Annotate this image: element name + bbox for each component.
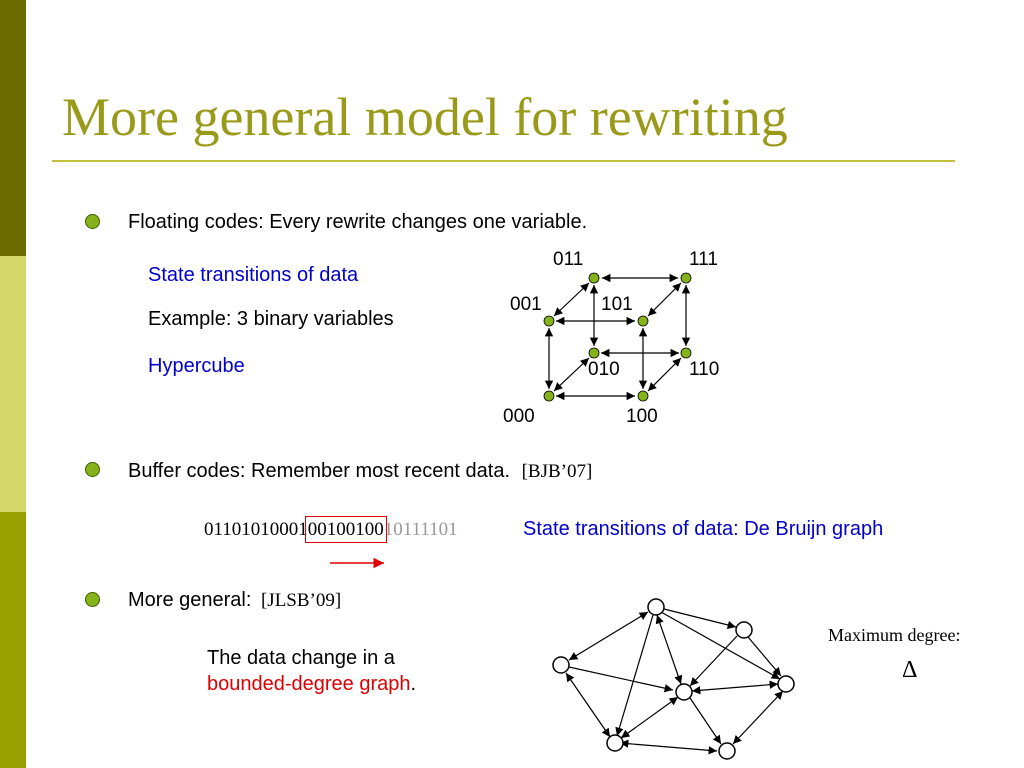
label-101: 101 <box>601 294 633 315</box>
graph-node-4 <box>675 683 693 701</box>
sidebar-segment-light <box>0 256 26 512</box>
label-110: 110 <box>689 359 720 380</box>
graph-node-6 <box>606 734 624 752</box>
slide-title: More general model for rewriting <box>62 87 788 147</box>
edge-g6 <box>565 672 611 738</box>
edge-001-011 <box>553 282 590 317</box>
edge-g14 <box>689 697 722 745</box>
bounded-degree-term: bounded-degree graph <box>207 673 411 695</box>
sub-state-transitions: State transitions of data <box>148 264 359 286</box>
node-000 <box>543 390 555 402</box>
title-rule <box>52 160 955 162</box>
node-101 <box>637 315 649 327</box>
node-010 <box>588 347 600 359</box>
edge-g13 <box>620 696 679 739</box>
bounded-degree-graph <box>565 608 784 755</box>
sequence-window: 00100100 <box>304 516 387 543</box>
bullet-icon <box>85 214 100 229</box>
graph-node-5 <box>777 675 795 693</box>
label-100: 100 <box>626 406 658 427</box>
bullet-more-general: More general: [JLSB’09] <box>128 588 341 613</box>
hypercube-graph <box>544 273 691 401</box>
edge-g2 <box>663 608 737 630</box>
bullet-buffer-codes: Buffer codes: Remember most recent data.… <box>128 459 592 484</box>
node-110 <box>680 347 692 359</box>
node-100 <box>637 390 649 402</box>
label-001: 001 <box>510 294 542 315</box>
delta-symbol: Δ <box>902 657 918 683</box>
bullet-icon <box>85 462 100 477</box>
buffer-codes-text: Buffer codes: Remember most recent data. <box>128 460 511 482</box>
bit-sequence: 011010100010010010010111101 <box>204 516 458 543</box>
edge-g1 <box>568 611 649 661</box>
label-000: 000 <box>503 406 535 427</box>
node-011 <box>588 272 600 284</box>
sidebar-segment-mid <box>0 512 26 768</box>
graph-node-3 <box>552 656 570 674</box>
label-111: 111 <box>689 249 718 270</box>
edge-g3 <box>747 636 782 677</box>
edge-g8 <box>615 614 654 737</box>
sidebar-decoration <box>0 0 26 768</box>
edge-g10 <box>660 611 781 680</box>
edge-g7 <box>568 666 674 693</box>
label-010: 010 <box>588 359 620 380</box>
graph-node-1 <box>647 598 665 616</box>
edge-101-111 <box>647 282 682 317</box>
edge-g11 <box>689 635 738 687</box>
more-general-text: More general: <box>128 589 252 611</box>
max-degree-label: Maximum degree: <box>828 625 961 645</box>
edge-g4 <box>732 690 784 745</box>
sub-hypercube: Hypercube <box>148 355 245 377</box>
sequence-suffix: 10111101 <box>383 519 458 540</box>
desc-line-1: The data change in a <box>207 647 395 669</box>
node-111 <box>680 272 692 284</box>
citation-bjb07: [BJB’07] <box>521 461 593 482</box>
sidebar-segment-dark <box>0 0 26 256</box>
edge-000-010 <box>553 357 590 392</box>
bullet-icon <box>85 592 100 607</box>
citation-jlsb09: [JLSB’09] <box>260 590 342 611</box>
edge-g12 <box>691 680 779 695</box>
sub-example: Example: 3 binary variables <box>148 308 394 330</box>
edge-g9 <box>655 614 683 685</box>
sequence-prefix: 01101010001 <box>204 519 308 540</box>
edge-100-110 <box>647 357 682 392</box>
de-bruijn-label: State transitions of data: De Bruijn gra… <box>523 518 884 540</box>
label-011: 011 <box>553 249 584 270</box>
desc-period: . <box>410 673 417 695</box>
edge-g5 <box>619 739 718 755</box>
bullet-floating-codes: Floating codes: Every rewrite changes on… <box>128 211 588 233</box>
graph-node-7 <box>718 742 736 760</box>
node-001 <box>543 315 555 327</box>
graph-node-2 <box>735 621 753 639</box>
desc-line-2: bounded-degree graph. <box>207 672 416 696</box>
